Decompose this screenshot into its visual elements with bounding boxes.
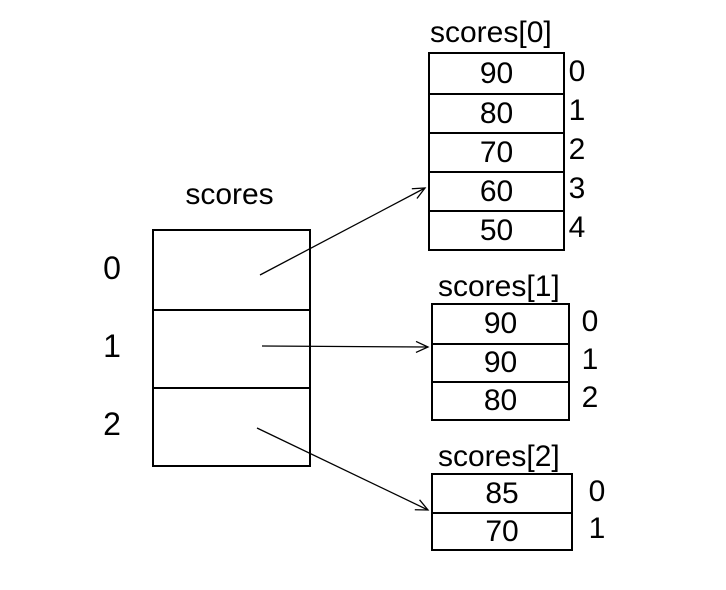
sub-array-1-cell-2: 80 [433,381,568,419]
main-array-box [152,229,311,467]
sub-array-0-index-labels: 0 1 2 3 4 [562,52,592,247]
sub-array-2-title: scores[2] [438,440,560,473]
sub-array-0-title: scores[0] [430,16,552,49]
main-index-1: 1 [103,327,121,364]
sub-array-1-index-1: 1 [581,343,599,376]
sub-array-2-cell-1: 70 [433,512,571,549]
main-array-cell-2 [154,387,309,465]
sub-array-1-index-labels: 0 1 2 [575,303,605,417]
sub-array-1-index-0: 0 [581,305,599,338]
sub-array-0-cell-2: 70 [430,132,563,171]
sub-array-2-index-1: 1 [588,511,606,545]
main-array-title: scores [185,178,274,211]
sub-array-1-cell-0: 90 [483,307,518,340]
sub-array-1-cell-1: 90 [433,343,568,381]
main-index-2: 2 [103,405,121,442]
sub-array-1-box: 90 90 80 [431,303,570,421]
main-array-index-labels: 0 1 2 [92,229,132,463]
sub-array-0-index-2: 2 [568,132,586,166]
main-array-cell-0 [154,231,309,309]
main-array-cell-1 [154,309,309,387]
sub-array-2-index-0: 0 [588,474,606,508]
main-index-0: 0 [103,249,121,286]
sub-array-0-cell-1: 80 [430,93,563,132]
sub-array-1-index-2: 2 [581,381,599,414]
sub-array-2-index-labels: 0 1 [581,473,613,547]
sub-array-0-index-1: 1 [568,93,586,127]
sub-array-0-cell-4: 50 [430,210,563,249]
sub-array-2-box: 85 70 [431,473,573,551]
sub-array-0-box: 90 80 70 60 50 [428,52,565,251]
sub-array-0-index-4: 4 [568,210,586,244]
sub-array-0-cell-3: 60 [430,171,563,210]
sub-array-0-cell-0: 90 [479,56,514,90]
sub-array-0-index-3: 3 [568,171,586,205]
sub-array-1-title: scores[1] [438,270,560,303]
sub-array-0-index-0: 0 [568,54,586,88]
sub-array-2-cell-0: 85 [485,476,519,510]
